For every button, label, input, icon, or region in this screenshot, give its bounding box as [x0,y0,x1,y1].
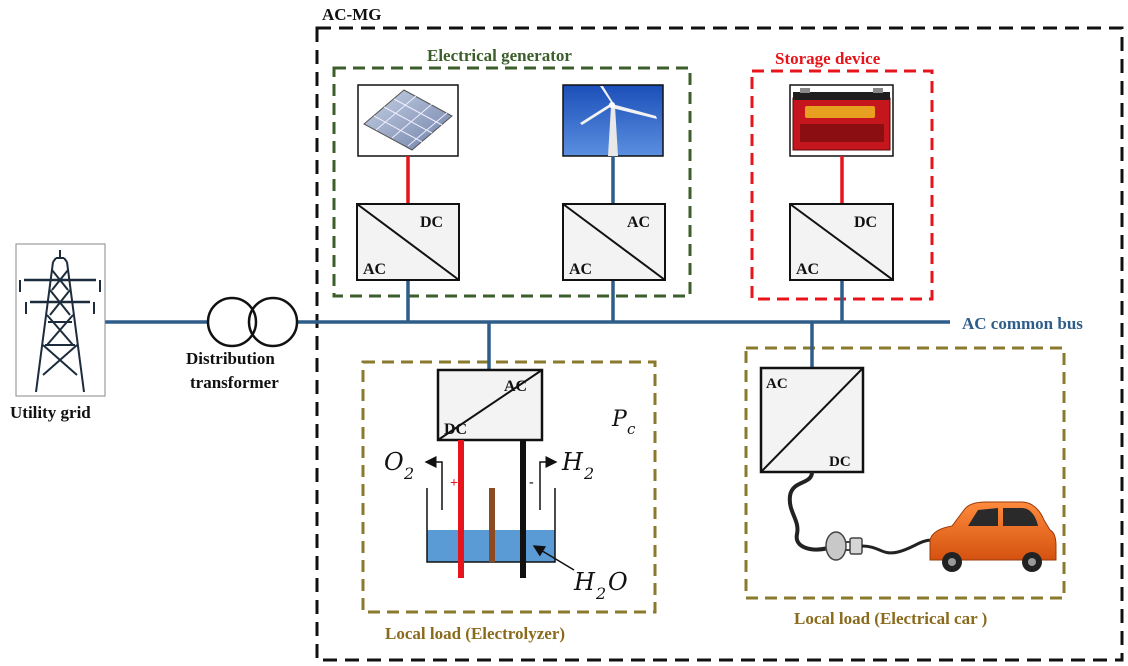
hydrogen-outlet-arrow [539,456,558,484]
water-label-o: O [608,568,628,596]
transformer-label-line2: transformer [190,373,279,392]
power-symbol-sub: c [627,420,636,438]
cathode-minus-sign: - [529,475,534,490]
solar-panel-icon [357,84,459,157]
oxygen-label: O [384,448,404,476]
car-load-frame [744,346,1066,600]
water-arrow [532,545,575,571]
wind-converter-top-label: AC [627,214,650,231]
battery-converter-top-label: DC [854,214,877,231]
anode-plus-sign: + [450,476,458,491]
battery-icon [789,84,894,157]
power-symbol: P [611,407,628,432]
storage-title: Storage device [775,49,881,68]
plug-icon [825,531,863,561]
car-converter-bottom-label: DC [829,454,851,470]
charging-cable [787,471,829,552]
hydrogen-label: H [561,448,584,476]
oxygen-outlet-arrow [424,456,443,484]
wind-converter: AC AC [562,203,666,281]
wind-turbine-icon [562,84,664,157]
car-cable [861,538,933,555]
car-converter-top-label: AC [766,376,788,392]
transformer-label-line1: Distribution [186,349,275,368]
generator-title: Electrical generator [427,46,572,65]
car-converter: AC DC [759,366,865,474]
microgrid-title: AC-MG [322,5,381,24]
generator-frame [332,66,692,298]
electric-car-icon [929,501,1057,572]
ac-common-bus-label: AC common bus [962,314,1083,333]
pv-converter-top-label: DC [420,214,443,231]
transformer-icon [206,296,299,348]
oxygen-sub: 2 [403,464,414,483]
water-label-sub: 2 [595,584,606,603]
electrolyzer-converter-top-label: AC [504,378,527,395]
transmission-tower-icon [15,243,106,397]
battery-converter: DC AC [789,203,894,281]
utility-grid-label: Utility grid [10,403,91,422]
water-label-h: H [573,568,596,596]
microgrid-frame [315,26,1124,662]
car-load-title: Local load (Electrical car ) [794,609,987,628]
electrolyzer-converter-bottom-label: DC [444,421,467,438]
electrolyzer-converter: AC DC [436,368,544,442]
pv-converter: DC AC [356,203,460,281]
hydrogen-sub: 2 [583,464,594,483]
pv-converter-bottom-label: AC [363,261,386,278]
battery-converter-bottom-label: AC [796,261,819,278]
electrolyzer-load-frame [361,360,657,614]
electrolyzer-load-title: Local load (Electrolyzer) [385,624,565,643]
wind-converter-bottom-label: AC [569,261,592,278]
electrolyzer-cell: + - [424,440,575,578]
